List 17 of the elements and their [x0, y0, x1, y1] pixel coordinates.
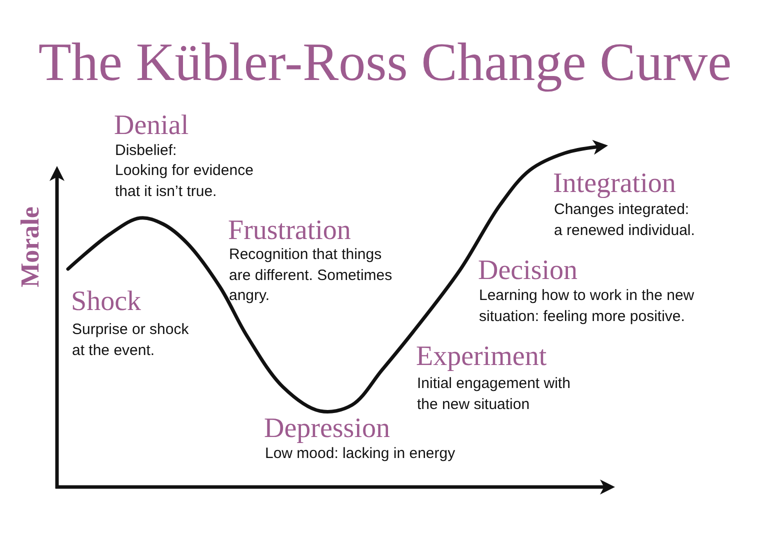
stage-description: Surprise or shock at the event.: [72, 320, 190, 360]
stage-heading: Depression: [264, 414, 390, 445]
stage-heading: Decision: [478, 256, 578, 287]
stage-heading: Integration: [553, 169, 676, 200]
stage-heading: Denial: [114, 111, 189, 142]
stage-description: Disbelief:: [115, 141, 178, 161]
stage-heading: Experiment: [416, 342, 547, 373]
axis-label: Morale: [16, 206, 46, 288]
stage-description: Changes integrated: a renewed individual.: [554, 200, 696, 240]
stage-description: Looking for evidence that it isn’t true.: [115, 161, 254, 202]
stage-heading: Shock: [71, 287, 141, 318]
stage-description: Low mood: lacking in energy: [265, 444, 456, 464]
stage-description: Initial engagement with the new situation: [417, 374, 572, 414]
stage-description: Learning how to work in the new situation: feeling more positive.: [479, 286, 696, 326]
stage-description: Recognition that things are different. Sometimes angry.: [229, 245, 394, 306]
title: The Kübler-Ross Change Curve: [38, 33, 732, 92]
stage-heading: Frustration: [228, 216, 351, 247]
